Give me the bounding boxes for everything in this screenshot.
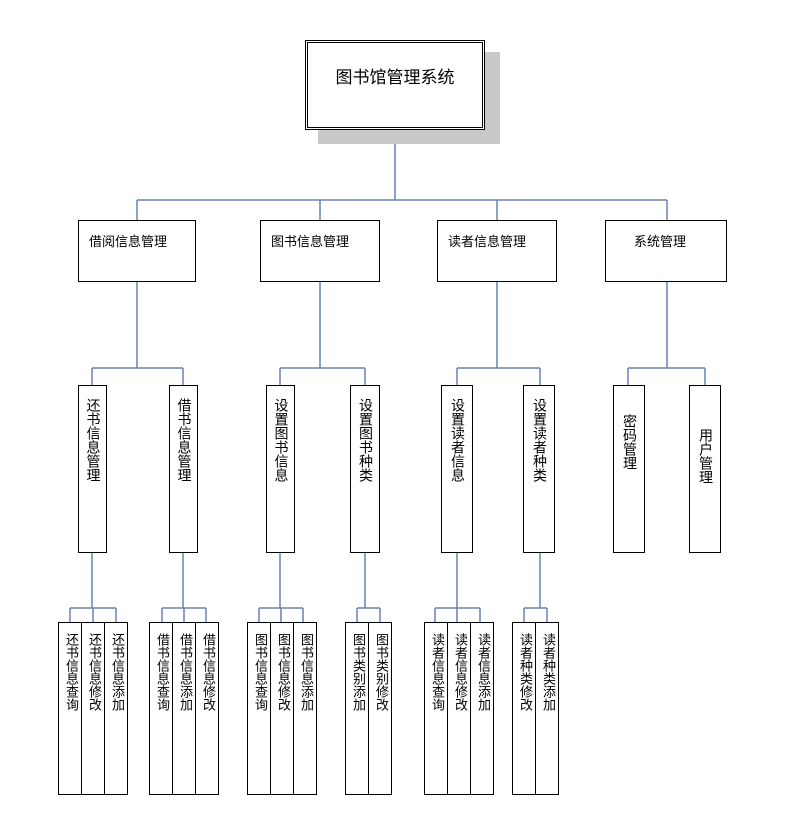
submodule-password-label: 密码管理 [621, 414, 637, 470]
leaf-label: 借书信息修改 [200, 633, 215, 711]
module-borrow: 借阅信息管理 [78, 220, 196, 282]
submodule-borrowbook-label: 借书信息管理 [175, 398, 192, 482]
leaf-label: 读者种类添加 [540, 633, 555, 711]
submodule-readertype: 设置读者种类 [523, 385, 555, 553]
connector-borrowbook [161, 553, 207, 622]
submodule-return: 还书信息管理 [78, 385, 107, 553]
submodule-readertype-label: 设置读者种类 [531, 398, 547, 482]
connector-root [136, 130, 668, 220]
module-system: 系统管理 [605, 220, 727, 282]
submodule-readerinfo: 设置读者信息 [441, 385, 473, 553]
leaf-book-edit: 图书信息修改 [270, 622, 294, 795]
leaf-label: 还书信息查询 [63, 633, 78, 711]
leaf-readertype-edit: 读者种类修改 [512, 622, 536, 795]
leaf-borrow-query: 借书信息查询 [149, 622, 173, 795]
leaf-reader-add: 读者信息添加 [470, 622, 494, 795]
leaf-borrow-edit: 借书信息修改 [195, 622, 219, 795]
module-system-label: 系统管理 [634, 235, 687, 250]
root-label: 图书馆管理系统 [335, 68, 455, 88]
connector-system [627, 282, 706, 385]
submodule-user: 用户管理 [689, 385, 721, 553]
leaf-return-add: 还书信息添加 [104, 622, 128, 795]
submodule-user-label: 用户管理 [697, 428, 713, 484]
leaf-label: 图书信息查询 [252, 633, 267, 711]
leaf-borrow-add: 借书信息添加 [172, 622, 196, 795]
connector-readerinfo [434, 553, 481, 622]
leaf-booktype-edit: 图书类别修改 [368, 622, 392, 795]
connector-bookinfo [258, 553, 304, 622]
connector-book [279, 282, 366, 385]
submodule-booktype-label: 设置图书种类 [357, 398, 373, 482]
leaf-label: 还书信息添加 [109, 633, 124, 711]
submodule-return-label: 还书信息管理 [84, 398, 101, 482]
leaf-label: 读者信息查询 [429, 633, 444, 711]
leaf-return-query: 还书信息查询 [58, 622, 82, 795]
leaf-label: 借书信息查询 [154, 633, 169, 711]
leaf-return-edit: 还书信息修改 [81, 622, 105, 795]
connector-readertype [523, 553, 548, 622]
module-reader-label: 读者信息管理 [448, 235, 527, 250]
module-borrow-label: 借阅信息管理 [89, 235, 168, 250]
connector-return [69, 553, 117, 622]
leaf-label: 图书类别修改 [373, 633, 388, 711]
module-book: 图书信息管理 [260, 220, 380, 282]
leaf-reader-query: 读者信息查询 [424, 622, 448, 795]
leaf-label: 还书信息修改 [86, 633, 101, 711]
module-book-label: 图书信息管理 [271, 235, 350, 250]
submodule-borrowbook: 借书信息管理 [169, 385, 198, 553]
leaf-label: 读者信息添加 [475, 633, 490, 711]
connector-reader [456, 282, 541, 385]
leaf-label: 图书信息添加 [298, 633, 313, 711]
root-node: 图书馆管理系统 [305, 40, 485, 130]
leaf-book-query: 图书信息查询 [247, 622, 271, 795]
submodule-bookinfo-label: 设置图书信息 [272, 398, 289, 482]
submodule-readerinfo-label: 设置读者信息 [449, 398, 465, 482]
submodule-password: 密码管理 [613, 385, 645, 553]
leaf-label: 图书类别添加 [350, 633, 365, 711]
leaf-reader-edit: 读者信息修改 [447, 622, 471, 795]
leaf-booktype-add: 图书类别添加 [345, 622, 369, 795]
leaf-label: 读者信息修改 [452, 633, 467, 711]
leaf-book-add: 图书信息添加 [293, 622, 317, 795]
connector-borrow [91, 282, 184, 385]
submodule-booktype: 设置图书种类 [350, 385, 380, 553]
leaf-label: 借书信息添加 [177, 633, 192, 711]
leaf-readertype-add: 读者种类添加 [535, 622, 559, 795]
connector-booktype [356, 553, 381, 622]
module-reader: 读者信息管理 [437, 220, 557, 282]
leaf-label: 图书信息修改 [275, 633, 290, 711]
submodule-bookinfo: 设置图书信息 [266, 385, 295, 553]
leaf-label: 读者种类修改 [517, 633, 532, 711]
